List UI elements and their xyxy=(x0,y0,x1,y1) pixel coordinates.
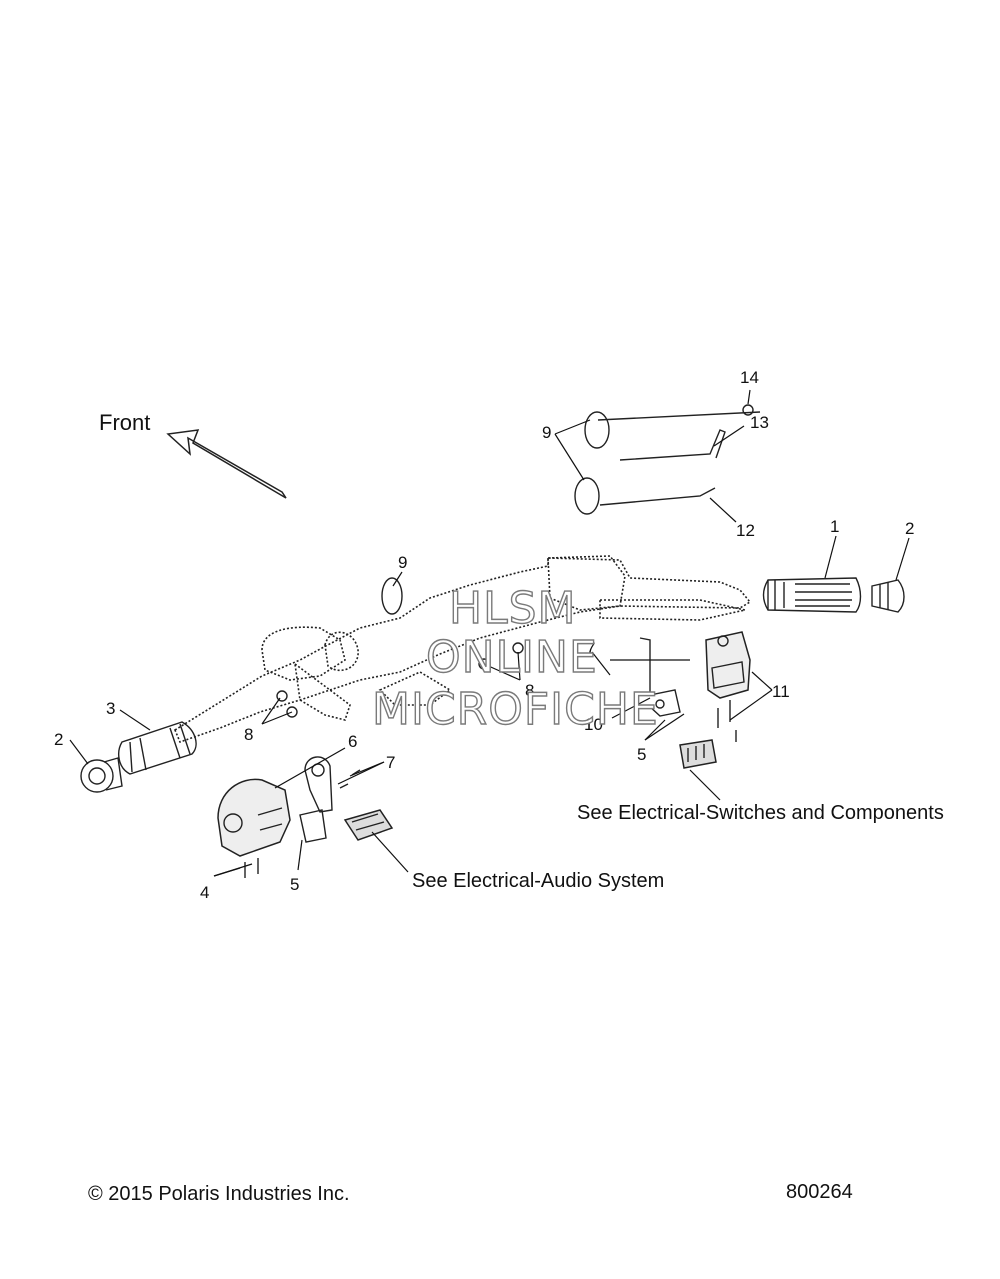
callout-9-left: 9 xyxy=(398,553,407,572)
cable-assembly xyxy=(574,404,761,515)
watermark-line-2: ONLINE xyxy=(426,632,598,683)
switch-module xyxy=(679,739,717,769)
callout-8-left: 8 xyxy=(244,725,253,744)
audio-module xyxy=(343,809,394,841)
callout-13: 13 xyxy=(750,413,769,432)
note-switches-components: See Electrical-Switches and Components xyxy=(577,802,944,824)
watermark-line-3: MICROFICHE xyxy=(372,684,659,735)
handlebar-assembly xyxy=(173,555,752,744)
left-switch-housing xyxy=(217,778,291,878)
callout-8-right: 8 xyxy=(525,681,534,700)
diagram-number: 800264 xyxy=(786,1181,853,1203)
callout-14: 14 xyxy=(740,368,759,387)
front-label: Front xyxy=(99,410,150,435)
callout-7-left: 7 xyxy=(386,753,395,772)
right-grip xyxy=(762,577,862,613)
callout-5-right: 5 xyxy=(637,745,646,764)
callout-2-left: 2 xyxy=(54,730,63,749)
front-arrow xyxy=(166,429,287,499)
callout-4: 4 xyxy=(200,883,209,902)
copyright-text: © 2015 Polaris Industries Inc. xyxy=(88,1183,350,1205)
leader-lines xyxy=(69,389,910,877)
callout-2-right: 2 xyxy=(905,519,914,538)
callout-7-right: 7 xyxy=(586,639,595,658)
right-switch-housing xyxy=(705,631,751,742)
note-audio-system: See Electrical-Audio System xyxy=(412,870,664,892)
cable-clip xyxy=(381,577,403,615)
left-grip xyxy=(118,721,197,775)
callout-1: 1 xyxy=(830,517,839,536)
callout-10: 10 xyxy=(584,715,603,734)
watermark-line-1: HLSM xyxy=(449,583,577,634)
left-bar-end xyxy=(80,757,123,793)
callout-5-left: 5 xyxy=(290,875,299,894)
right-bar-end xyxy=(871,579,905,613)
callout-6: 6 xyxy=(348,732,357,751)
left-bracket xyxy=(299,756,361,843)
callout-12: 12 xyxy=(736,521,755,540)
callout-3: 3 xyxy=(106,699,115,718)
callout-11: 11 xyxy=(772,682,790,701)
right-bracket xyxy=(639,637,681,717)
callout-9-top: 9 xyxy=(542,423,551,442)
